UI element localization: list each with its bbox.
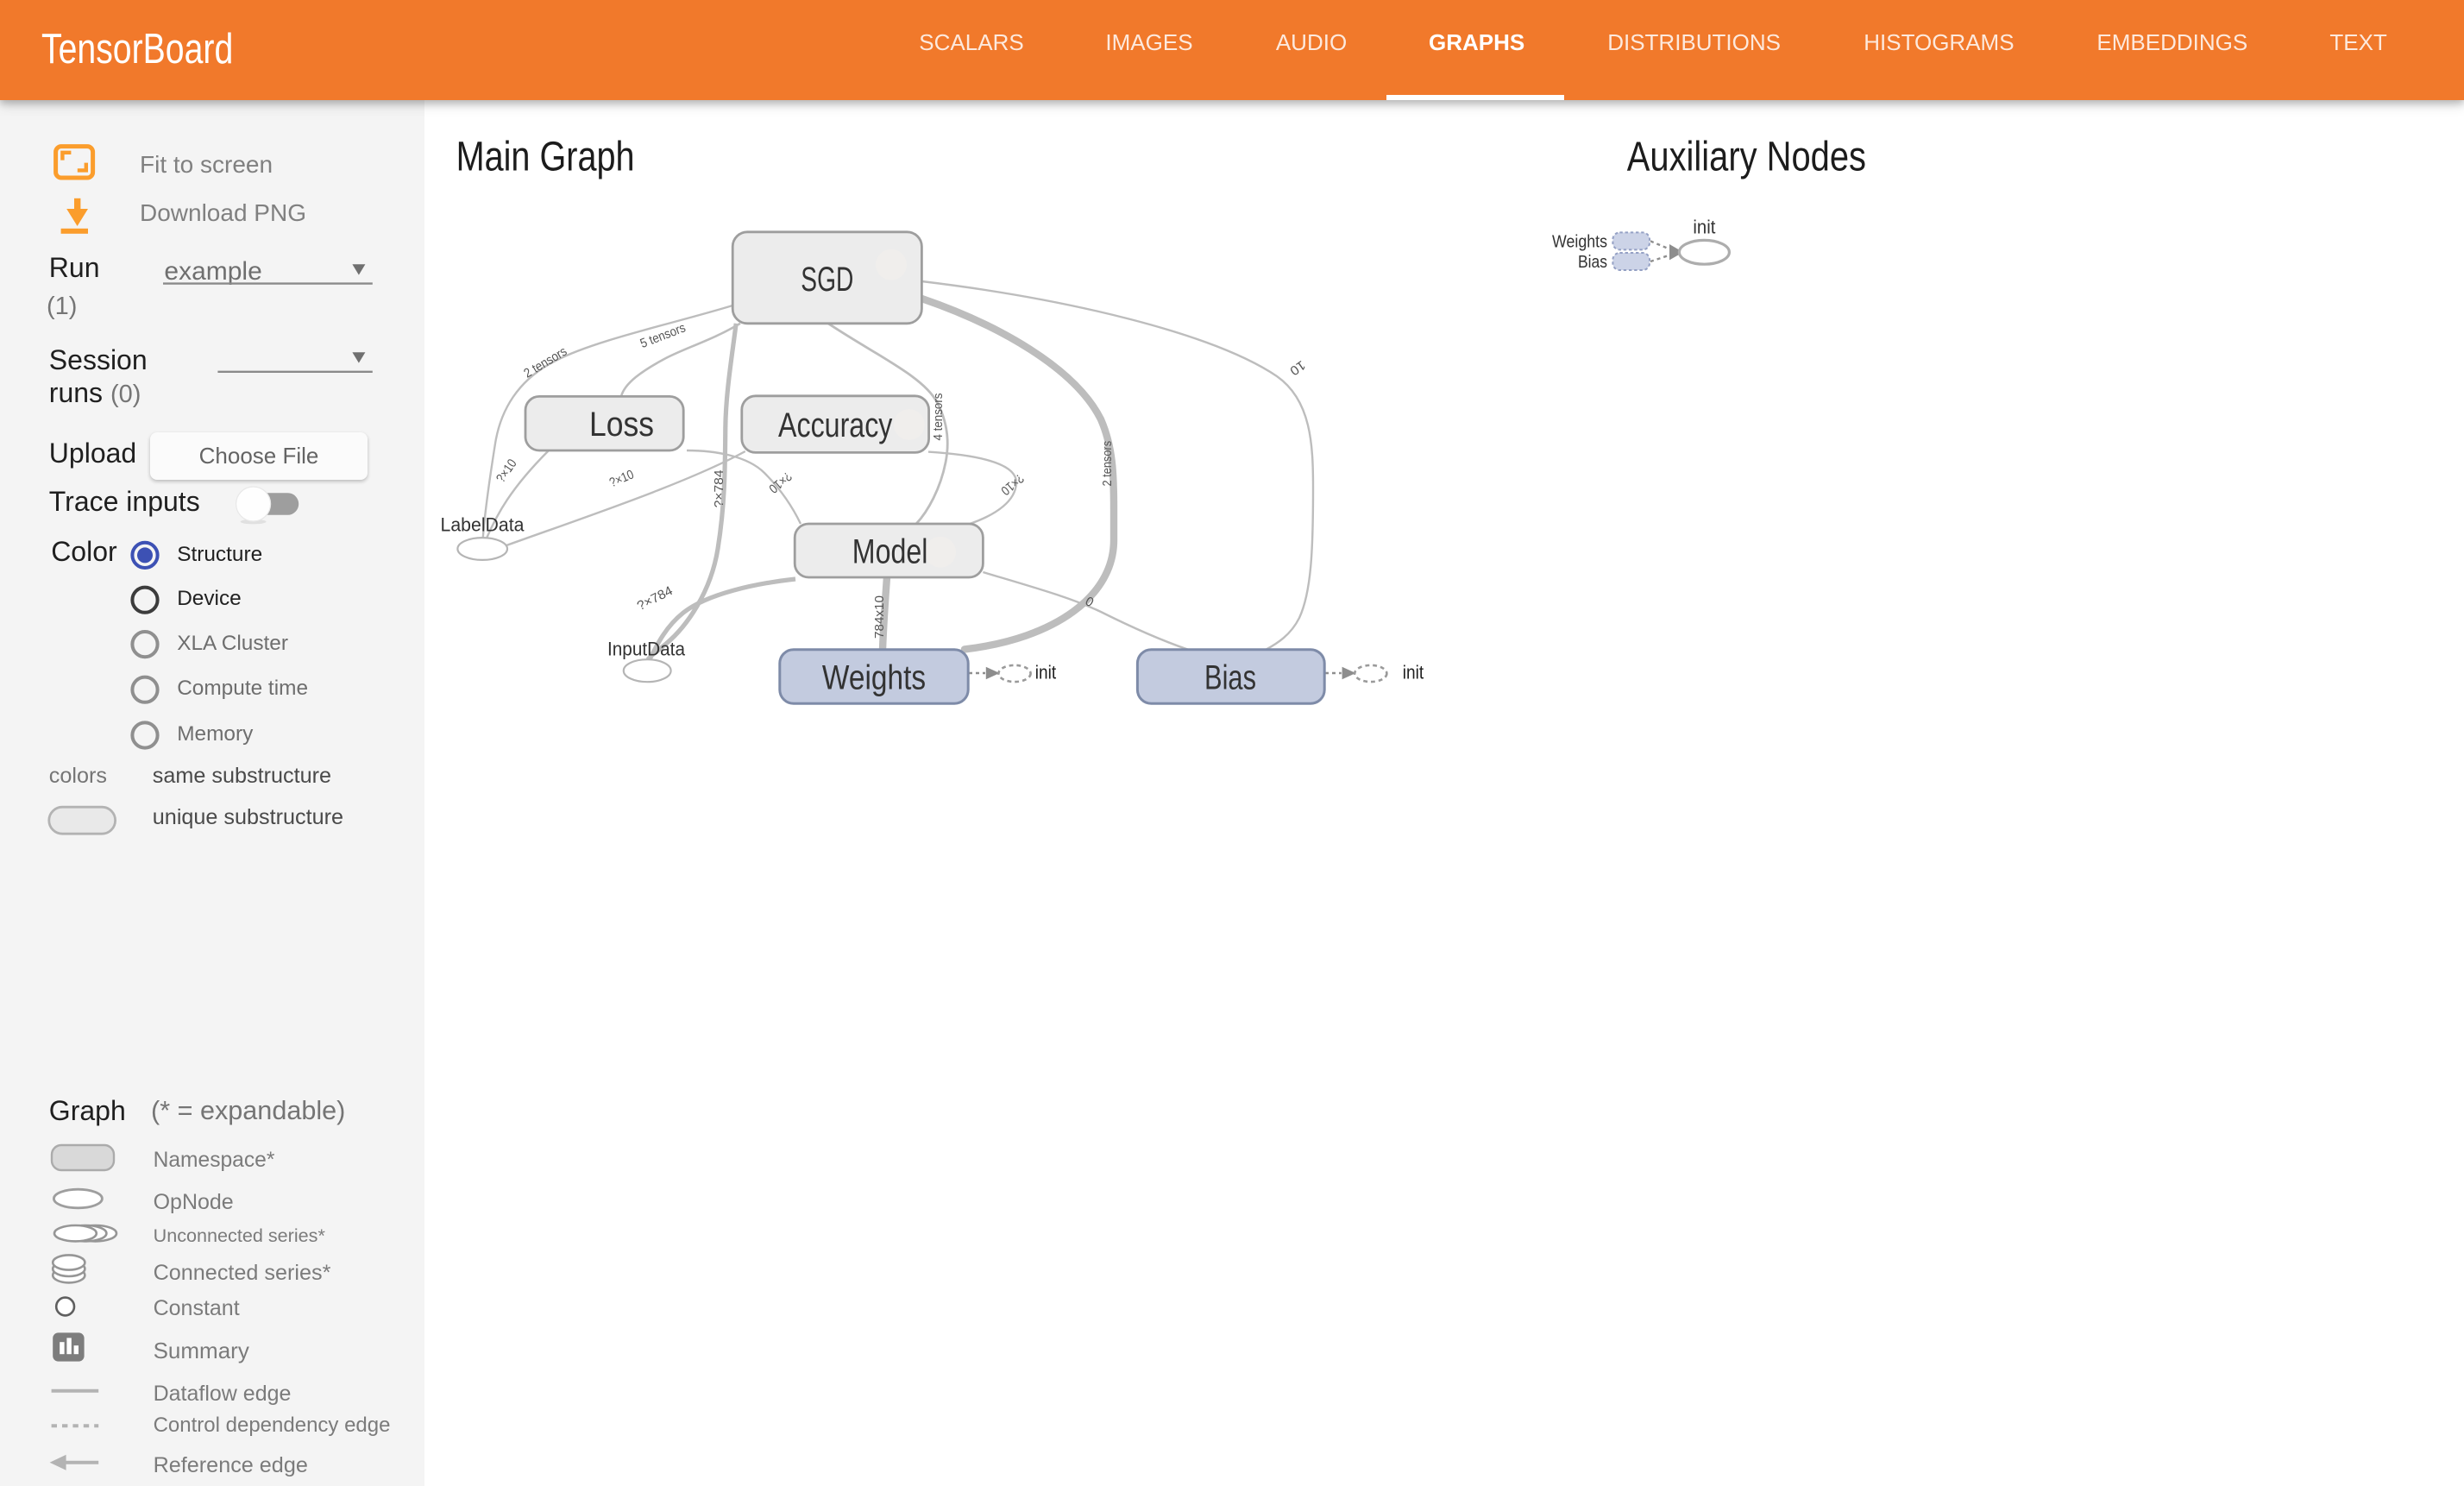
svg-text:Loss: Loss [589, 406, 654, 444]
svg-text:?×10: ?×10 [998, 470, 1027, 498]
svg-text:Weights: Weights [1552, 232, 1607, 251]
svg-text:?×784: ?×784 [712, 469, 726, 507]
svg-text:?×784: ?×784 [635, 583, 676, 614]
svg-text:10: 10 [1287, 357, 1308, 378]
svg-text:Accuracy: Accuracy [778, 406, 892, 444]
svg-text:?×10: ?×10 [766, 469, 795, 496]
svg-text:Main Graph: Main Graph [456, 135, 635, 180]
svg-text:init: init [1403, 662, 1424, 683]
svg-text:init: init [1035, 662, 1056, 683]
svg-text:LabelData: LabelData [441, 514, 525, 536]
svg-text:Bias: Bias [1578, 253, 1607, 272]
svg-text:2 tensors: 2 tensors [1100, 441, 1115, 487]
svg-text:?×10: ?×10 [493, 457, 520, 486]
svg-text:InputData: InputData [607, 638, 686, 659]
svg-text:Model: Model [852, 533, 928, 571]
svg-text:Weights: Weights [822, 658, 926, 696]
svg-text:Auxiliary Nodes: Auxiliary Nodes [1627, 135, 1866, 180]
svg-text:?×10: ?×10 [607, 467, 636, 490]
svg-text:Bias: Bias [1204, 658, 1256, 696]
svg-text:2 tensors: 2 tensors [521, 344, 569, 381]
svg-text:SGD: SGD [801, 261, 853, 299]
svg-text:init: init [1693, 216, 1715, 237]
svg-text:784x10: 784x10 [872, 595, 887, 639]
svg-text:4 tensors: 4 tensors [931, 394, 946, 441]
